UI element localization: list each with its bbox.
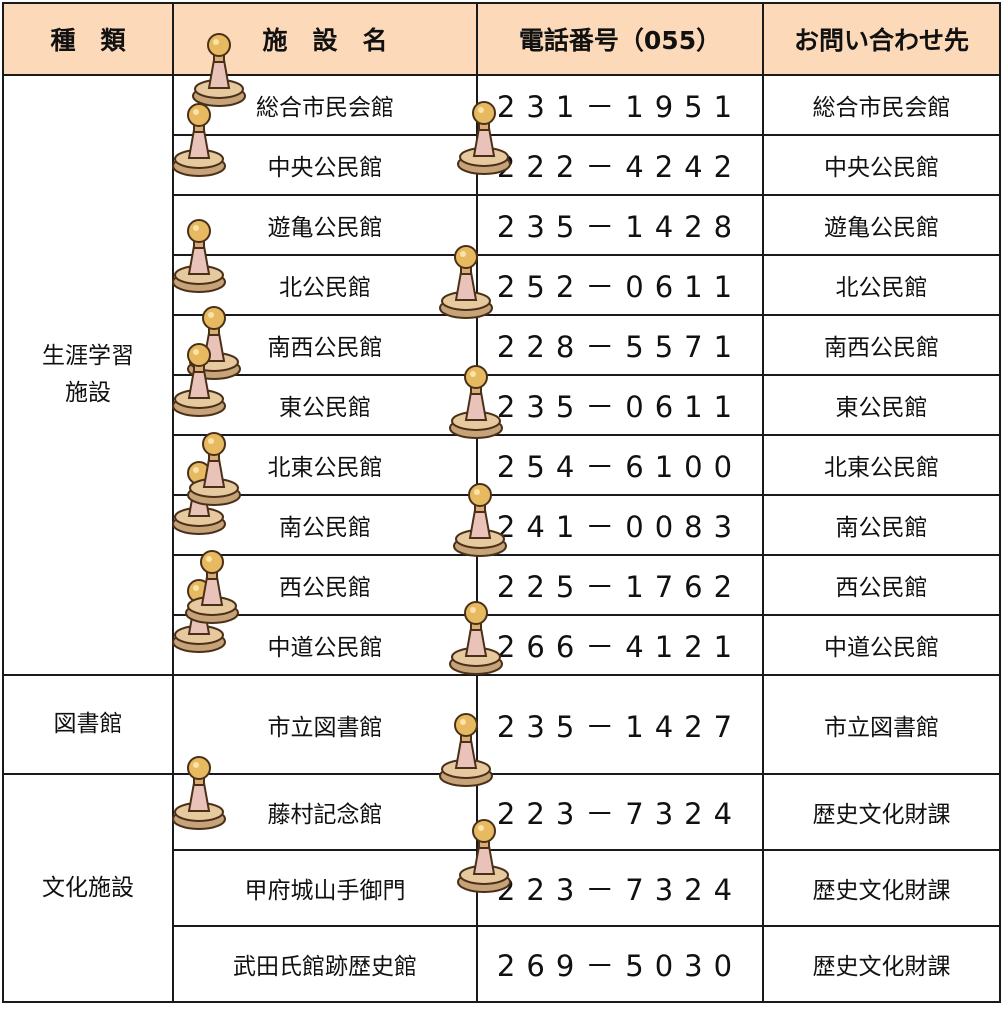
contact-office: 歴史文化財課: [762, 773, 1001, 851]
contact-office: 総合市民会館: [762, 74, 1001, 136]
phone-number: 222－4242: [476, 134, 764, 196]
phone-number: 228－5571: [476, 314, 764, 376]
facility-name: 東公民館: [172, 374, 478, 436]
category-cell: 文化施設: [2, 773, 174, 1003]
contact-office: 西公民館: [762, 554, 1001, 616]
contact-office: 歴史文化財課: [762, 925, 1001, 1003]
category-label: 施設: [65, 380, 111, 406]
category-label: 図書館: [53, 711, 123, 738]
phone-number: 241－0083: [476, 494, 764, 556]
facility-name: 甲府城山手御門: [172, 849, 478, 927]
phone-number: 269－5030: [476, 925, 764, 1003]
header-type: 種 類: [2, 2, 174, 76]
contact-office: 市立図書館: [762, 674, 1001, 775]
contact-office: 北東公民館: [762, 434, 1001, 496]
contact-office: 北公民館: [762, 254, 1001, 316]
facility-name: 北公民館: [172, 254, 478, 316]
phone-number: 252－0611: [476, 254, 764, 316]
header-facility: 施 設 名: [172, 2, 478, 76]
phone-number: 223－7324: [476, 773, 764, 851]
facility-name: 中央公民館: [172, 134, 478, 196]
category-cell: 図書館: [2, 674, 174, 775]
contact-office: 南西公民館: [762, 314, 1001, 376]
contact-office: 中道公民館: [762, 614, 1001, 676]
facility-name: 中道公民館: [172, 614, 478, 676]
phone-number: 235－0611: [476, 374, 764, 436]
category-cell: 生涯学習施設: [2, 74, 174, 676]
facility-name: 北東公民館: [172, 434, 478, 496]
phone-number: 235－1427: [476, 674, 764, 775]
facility-name: 藤村記念館: [172, 773, 478, 851]
phone-number: 223－7324: [476, 849, 764, 927]
facility-name: 武田氏館跡歴史館: [172, 925, 478, 1003]
facility-name: 遊亀公民館: [172, 194, 478, 256]
header-row: 種 類 施 設 名 電話番号（055） お問い合わせ先: [2, 2, 1001, 76]
contact-office: 南公民館: [762, 494, 1001, 556]
category-label: 生涯学習: [42, 343, 134, 370]
facility-name: 西公民館: [172, 554, 478, 616]
facility-contact-table: 種 類 施 設 名 電話番号（055） お問い合わせ先 生涯学習施設総合市民会館…: [2, 2, 1001, 1003]
contact-office: 歴史文化財課: [762, 849, 1001, 927]
facility-name: 総合市民会館: [172, 74, 478, 136]
facility-name: 南公民館: [172, 494, 478, 556]
phone-number: 235－1428: [476, 194, 764, 256]
contact-office: 東公民館: [762, 374, 1001, 436]
header-contact: お問い合わせ先: [762, 2, 1001, 76]
phone-number: 225－1762: [476, 554, 764, 616]
contact-office: 中央公民館: [762, 134, 1001, 196]
facility-name: 南西公民館: [172, 314, 478, 376]
phone-number: 254－6100: [476, 434, 764, 496]
category-label: 文化施設: [42, 874, 134, 901]
header-phone: 電話番号（055）: [476, 2, 764, 76]
contact-office: 遊亀公民館: [762, 194, 1001, 256]
phone-number: 231－1951: [476, 74, 764, 136]
facility-name: 市立図書館: [172, 674, 478, 775]
phone-number: 266－4121: [476, 614, 764, 676]
